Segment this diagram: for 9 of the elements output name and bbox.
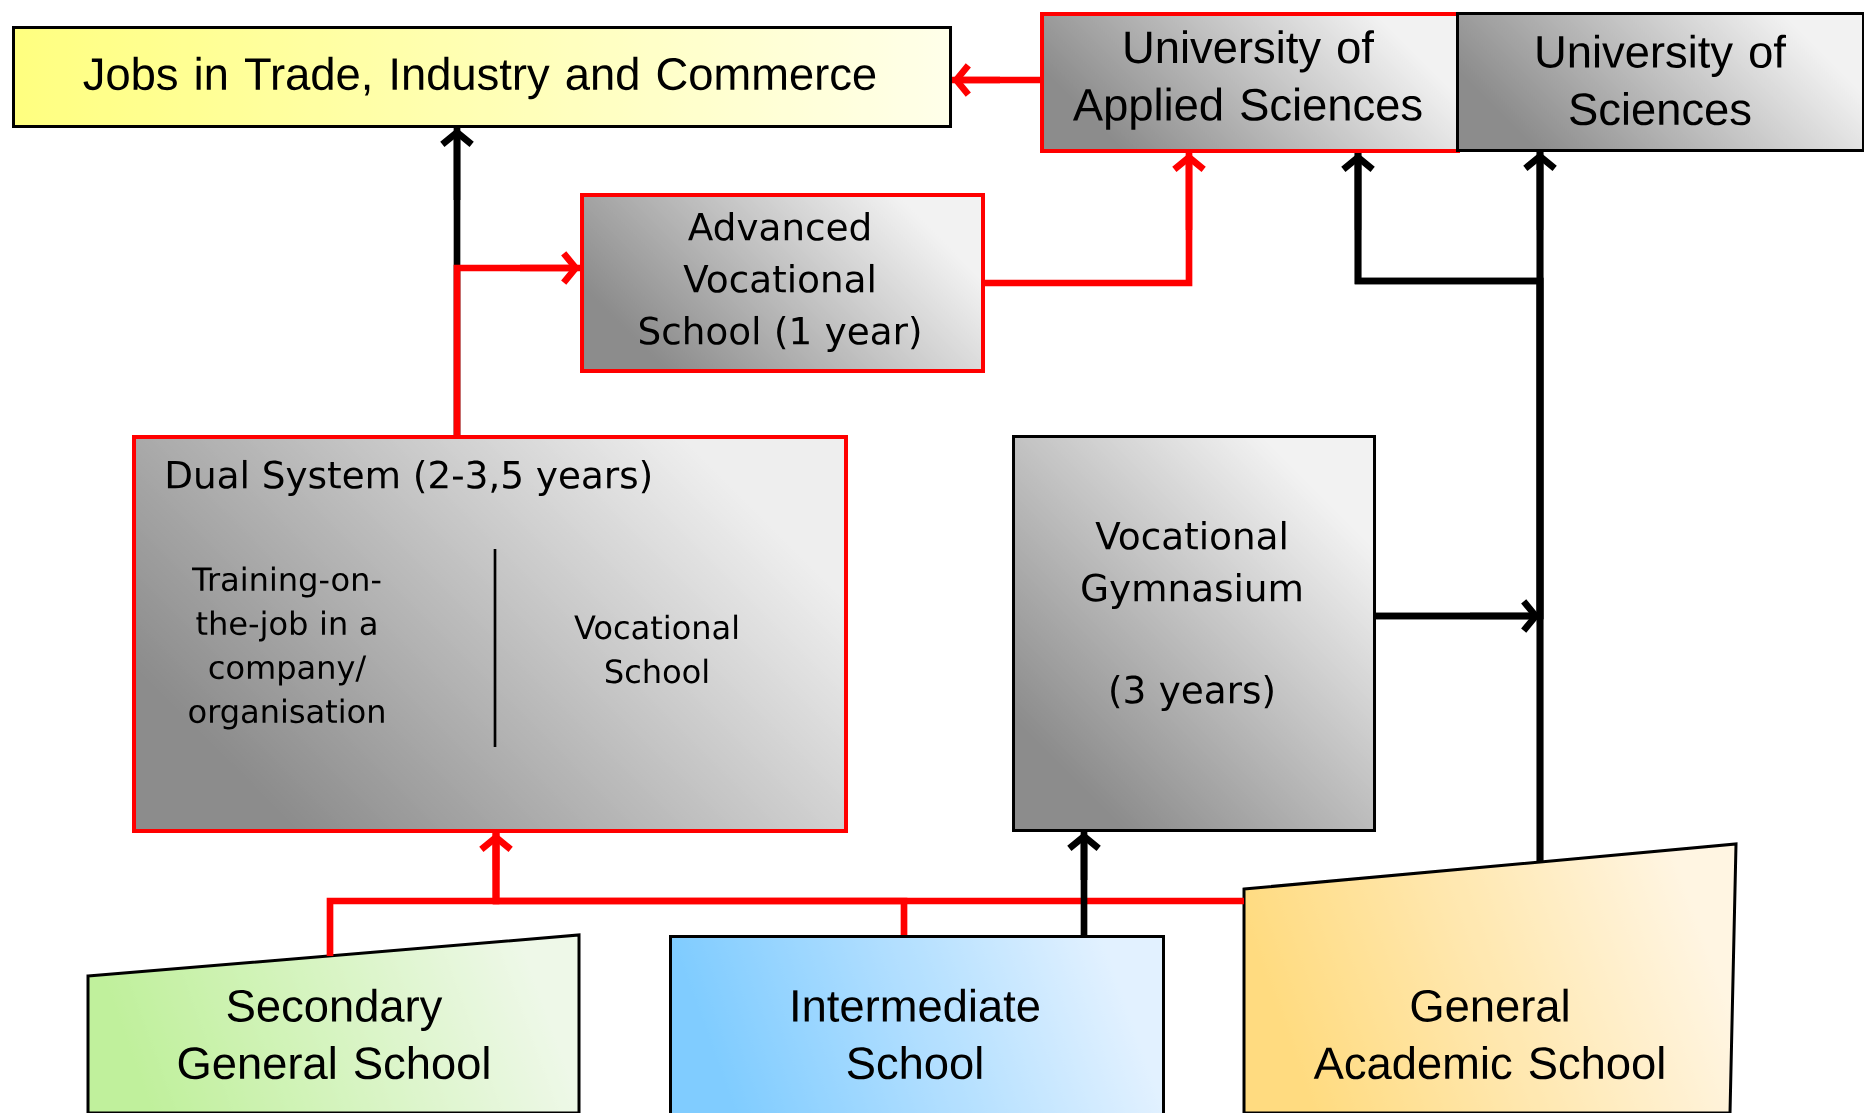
trapezoid-box: Secondary General School xyxy=(86,933,581,1113)
process-box: University of Sciences xyxy=(1456,12,1864,152)
trapezoid-box: General Academic School xyxy=(1242,842,1738,1113)
process-box: Jobs in Trade, Industry and Commerce xyxy=(12,26,952,128)
process-box: Dual System (2-3,5 years) Training-on-the-job in a company/ organisation Vocational School xyxy=(132,435,848,833)
process-box: Vocational Gymnasium (3 years) xyxy=(1012,435,1376,832)
process-box: Advanced Vocational School (1 year) xyxy=(580,193,985,373)
process-box: University of Applied Sciences xyxy=(1040,12,1460,153)
process-box: Intermediate School xyxy=(669,935,1165,1113)
